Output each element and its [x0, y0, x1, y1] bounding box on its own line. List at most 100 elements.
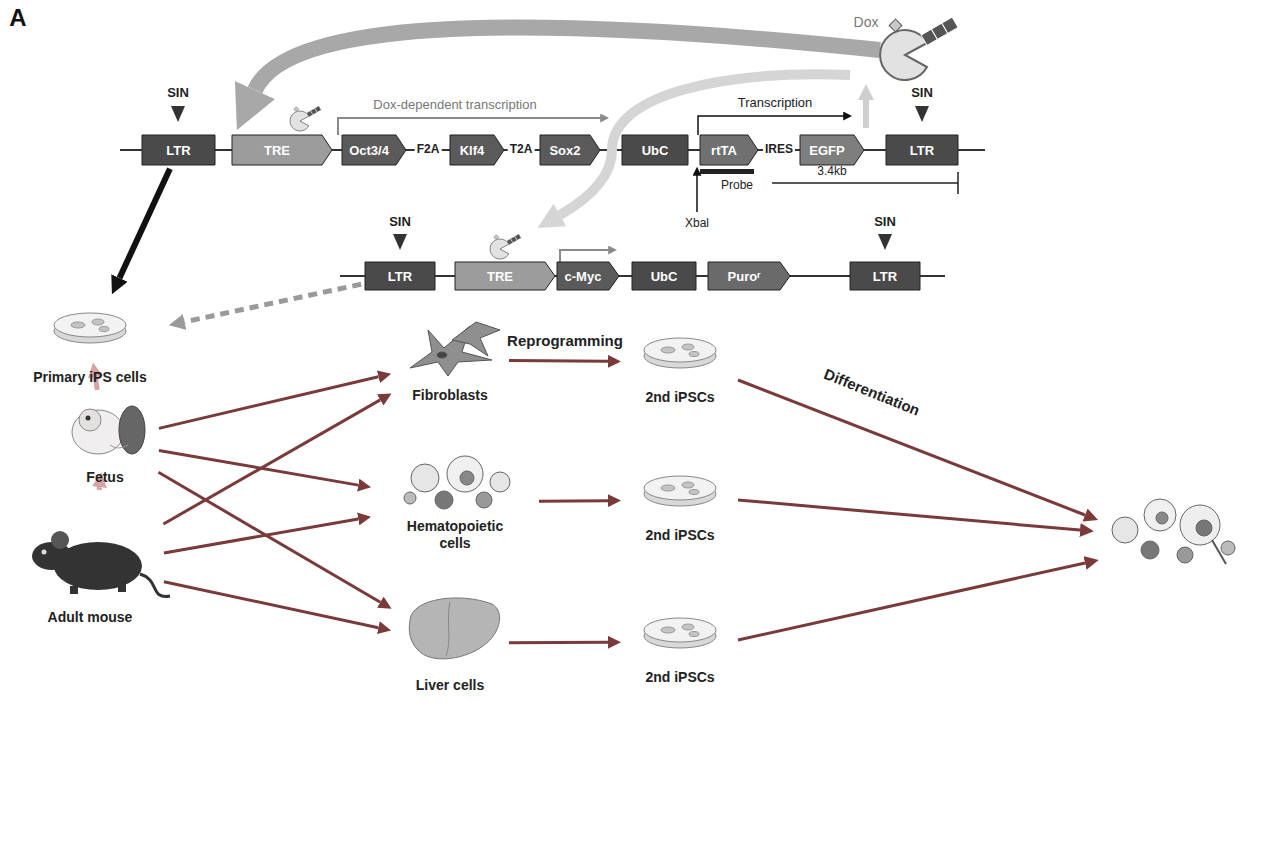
shape-outline [850, 262, 920, 290]
differentiation-arrow-part [738, 500, 1080, 530]
sin-marker [171, 106, 929, 250]
figure-node: Liver cells [395, 592, 505, 694]
edge-label: Reprogramming [505, 332, 625, 349]
connector-arrow [539, 499, 608, 503]
differentiated-cells-figure-part [1144, 499, 1176, 531]
hematopoietic-figure-part [460, 471, 474, 485]
shape-outline [232, 135, 332, 165]
probe-bar [700, 169, 754, 174]
shape-outline [632, 262, 696, 290]
hematopoietic-figure-part [435, 491, 453, 509]
connector-arrow [163, 400, 380, 524]
shape-outline [455, 262, 555, 290]
fibroblast-figure [410, 322, 500, 376]
differentiated-cells-figure [1112, 499, 1235, 564]
rtta-protein-part [880, 17, 958, 80]
node-label: 2nd iPSCs [645, 669, 714, 686]
node-label: LTR [388, 269, 412, 284]
fetus-figure [72, 406, 145, 454]
node-label: LTR [910, 143, 934, 158]
differentiated-cells-figure-part [1177, 547, 1193, 563]
culture-dish-part [644, 476, 716, 506]
figure-node: Hematopoietic cells [375, 452, 535, 552]
xbai-site-arrow-part [696, 174, 698, 212]
sin-marker-part [171, 106, 185, 122]
mouse-figure-part [70, 586, 78, 594]
mouse-figure-part [118, 584, 126, 592]
node-label: TRE [264, 143, 290, 158]
mouse-figure [32, 531, 170, 597]
differentiated-cells-figure-part [1196, 520, 1212, 536]
connector-arrow [158, 472, 380, 602]
annotation-label: A [9, 4, 26, 32]
figure-node: 2nd iPSCs [625, 456, 735, 544]
node-label: rtTA [711, 143, 737, 158]
rtta-protein-part [290, 106, 321, 131]
figure-node: 2nd iPSCs [625, 598, 735, 686]
figure-node: 2nd iPSCs [625, 318, 735, 406]
hematopoietic-figure-part [476, 492, 492, 508]
xbai-site-arrow [697, 174, 698, 212]
vector-backbone [120, 150, 985, 276]
gene-element: EGFP [800, 135, 864, 165]
node-label: c-Myc [565, 269, 602, 284]
fetus-figure-part [110, 445, 128, 448]
dox-activation-arrow-part [863, 100, 869, 128]
annotation-label: Probe [721, 179, 753, 193]
dox-activation-arrow-part [255, 28, 880, 91]
annotation-label: Transcription [738, 96, 813, 111]
connector-arrow [159, 450, 358, 485]
liver-figure-part [446, 602, 450, 656]
shape-outline [622, 135, 688, 165]
rtta-protein [290, 17, 958, 259]
node-label: Puroʳ [728, 269, 761, 284]
shape-outline [342, 135, 406, 165]
annotation-label: SIN [874, 215, 896, 230]
node-label: TRE [487, 269, 513, 284]
node-label: Klf4 [460, 143, 485, 158]
node-label: Liver cells [416, 677, 485, 694]
mouse-figure-part [51, 531, 69, 549]
shape-outline [700, 135, 758, 165]
probe-bar-part [700, 169, 754, 174]
connector-arrow [509, 641, 608, 644]
connector-arrow [97, 487, 102, 490]
sin-marker-part [915, 106, 929, 122]
annotation-label: SIN [167, 86, 189, 101]
mouse-figure-part [140, 574, 170, 597]
annotation-label: IRES [763, 143, 795, 157]
connector-arrow [164, 582, 378, 628]
gene-element: TRE [232, 135, 332, 165]
size-bracket-part [772, 182, 958, 184]
differentiated-cells-figure-part [1180, 505, 1220, 545]
differentiated-cells-figure-part [1156, 512, 1168, 524]
hematopoietic-figure-part [404, 492, 416, 504]
gene-element: LTR [142, 135, 215, 165]
culture-dish-part [644, 338, 716, 368]
annotation-label: Differentiation [822, 365, 923, 419]
liver-figure [409, 598, 499, 659]
transcription-arrow-part [560, 250, 610, 262]
node-label: UbC [651, 269, 678, 284]
shape-outline [708, 262, 790, 290]
size-bracket [772, 172, 958, 194]
hematopoietic-figure-part [447, 456, 483, 492]
figure-node: Adult mouse [20, 506, 160, 626]
culture-dish [54, 313, 716, 648]
differentiated-cells-figure-part [1112, 517, 1138, 543]
figure-node: Fetus [55, 396, 155, 486]
gene-element: UbC [622, 135, 688, 165]
shape-outline [142, 135, 215, 165]
shape-outline [540, 135, 600, 165]
gene-element: c-Myc [557, 262, 619, 290]
fetus-figure-part [79, 409, 101, 431]
node-label: Oct3/4 [349, 143, 389, 158]
liver-figure-part [409, 598, 499, 659]
sin-marker-part [878, 234, 892, 250]
transcription-arrow-part [338, 118, 602, 135]
hematopoietic-figure-part [411, 464, 439, 492]
figure-node: Primary iPS cells [15, 298, 165, 386]
annotation-label: T2A [508, 143, 535, 157]
hematopoietic-figure-part [490, 472, 510, 492]
